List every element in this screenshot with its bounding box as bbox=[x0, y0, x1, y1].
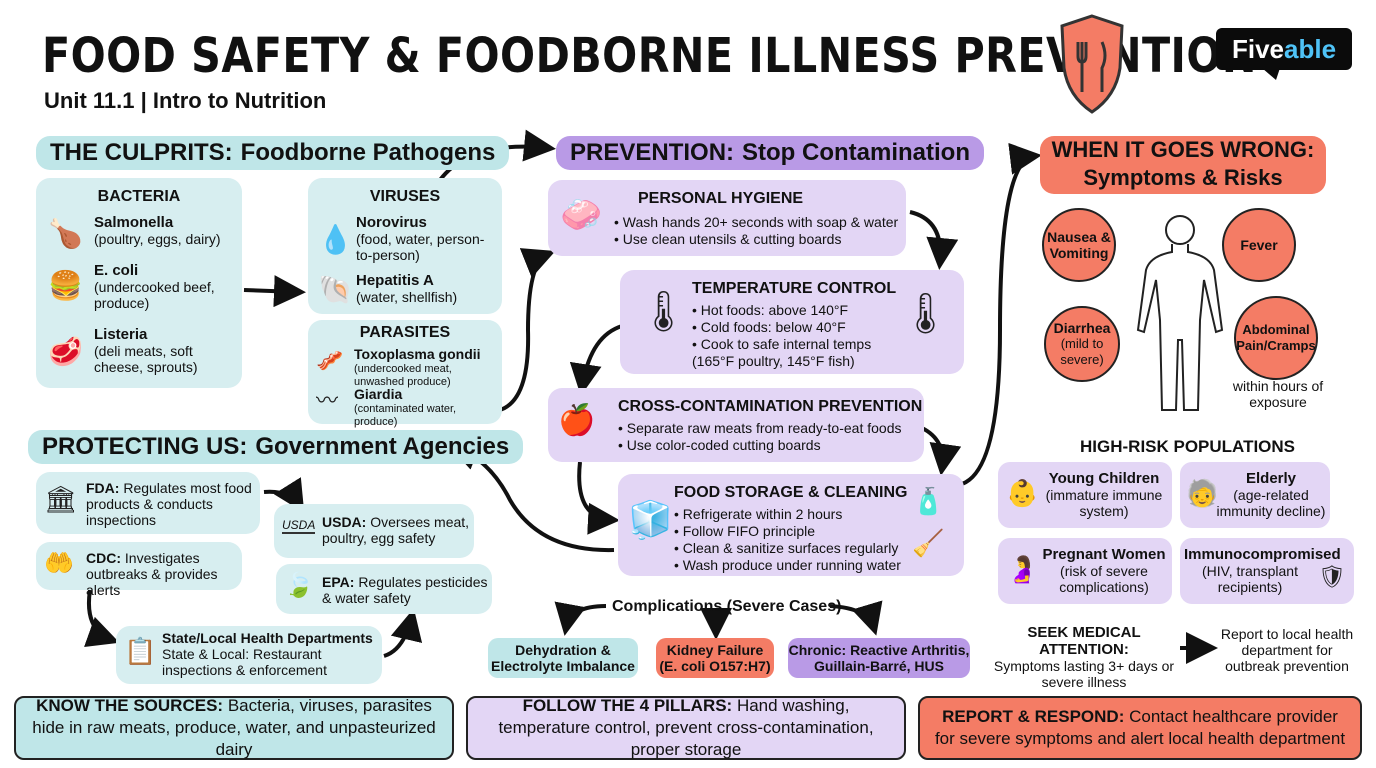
bacteria-item: E. coli (undercooked beef, produce) bbox=[94, 262, 215, 311]
symptoms-heading: WHEN IT GOES WRONG: Symptoms & Risks bbox=[1040, 136, 1326, 194]
storage-card: 🧊 FOOD STORAGE & CLEANING Refrigerate wi… bbox=[618, 474, 964, 576]
parasites-title: PARASITES bbox=[359, 324, 451, 341]
risk-immunocompromised: Immunocompromised (HIV, transplant recip… bbox=[1180, 538, 1354, 604]
virus-item: Norovirus (food, water, person-to-person… bbox=[356, 214, 485, 263]
symptom-diarrhea: Diarrhea (mild to severe) bbox=[1044, 306, 1120, 382]
temperature-card: 🌡 TEMPERATURE CONTROL Hot foods: above 1… bbox=[620, 270, 964, 374]
storage-title: FOOD STORAGE & CLEANING bbox=[674, 484, 908, 501]
elderly-icon: 🧓 bbox=[1186, 478, 1219, 508]
leaf-icon: 🍃 bbox=[284, 572, 314, 599]
fda-text: FDA: Regulates most food products & cond… bbox=[86, 480, 252, 528]
viruses-title: VIRUSES bbox=[369, 188, 441, 205]
footer-sources: KNOW THE SOURCES: Bacteria, viruses, par… bbox=[14, 696, 454, 760]
hygiene-title: PERSONAL HYGIENE bbox=[638, 190, 804, 207]
bacteria-card: BACTERIA 🍗 Salmonella (poultry, eggs, da… bbox=[36, 178, 242, 388]
pregnant-icon: 🤰 bbox=[1006, 554, 1039, 584]
deli-meat-icon: 🥩 bbox=[48, 336, 83, 367]
cross-title: CROSS-CONTAMINATION PREVENTION bbox=[618, 398, 923, 415]
drumstick-icon: 🍗 bbox=[48, 218, 83, 249]
epa-text: EPA: Regulates pesticides & water safety bbox=[322, 574, 488, 606]
shield-fork-knife-icon bbox=[1060, 14, 1124, 114]
spray-bottle-icon: 🧴 bbox=[912, 486, 945, 516]
usda-logo: USDA bbox=[282, 518, 316, 534]
shell-icon: 🐚 bbox=[318, 274, 353, 305]
water-drop-icon: 💧 bbox=[318, 224, 353, 255]
temperature-list: Hot foods: above 140°F Cold foods: below… bbox=[692, 302, 904, 370]
cross-list: Separate raw meats from ready-to-eat foo… bbox=[618, 420, 918, 454]
fridge-icon: 🧊 bbox=[628, 499, 673, 540]
agencies-heading: PROTECTING US:Government Agencies bbox=[28, 430, 524, 464]
hygiene-list: Wash hands 20+ seconds with soap & water… bbox=[614, 214, 904, 248]
complication-chronic: Chronic: Reactive Arthritis, Guillain-Ba… bbox=[788, 638, 970, 678]
seek-medical: SEEK MEDICAL ATTENTION: Symptoms lasting… bbox=[993, 624, 1175, 690]
usda-text: USDA: Oversees meat, poultry, egg safety bbox=[322, 514, 470, 546]
cdc-card: 🤲 CDC: Investigates outbreaks & provides… bbox=[36, 542, 242, 598]
building-icon: 🏛 bbox=[44, 484, 78, 514]
report-note: Report to local health department for ou… bbox=[1220, 626, 1354, 674]
cdc-text: CDC: Investigates outbreaks & provides a… bbox=[86, 550, 218, 598]
state-text: State/Local Health Departments State & L… bbox=[162, 630, 373, 678]
symptom-nausea: Nausea & Vomiting bbox=[1042, 208, 1116, 282]
bacteria-item: Listeria (deli meats, soft cheese, sprou… bbox=[94, 326, 198, 375]
temperature-title: TEMPERATURE CONTROL bbox=[692, 280, 897, 297]
usda-card: USDA USDA: Oversees meat, poultry, egg s… bbox=[274, 504, 474, 558]
complication-kidney: Kidney Failure (E. coli O157:H7) bbox=[656, 638, 774, 678]
footer-report: REPORT & RESPOND: Contact healthcare pro… bbox=[918, 696, 1362, 760]
human-body-icon bbox=[1136, 215, 1224, 411]
baby-icon: 👶 bbox=[1006, 478, 1039, 508]
parasite-item: Toxoplasma gondii (undercooked meat, unw… bbox=[354, 346, 481, 388]
page-title: FOOD SAFETY & FOODBORNE ILLNESS PREVENTI… bbox=[42, 28, 1257, 84]
complications-title: Complications (Severe Cases) bbox=[612, 598, 842, 615]
steak-icon: 🥓 bbox=[316, 348, 344, 373]
symptom-abdominal: Abdominal Pain/Cramps bbox=[1234, 296, 1318, 380]
risk-elderly: 🧓 Elderly (age-related immunity decline) bbox=[1180, 462, 1330, 528]
hygiene-card: 🧼 PERSONAL HYGIENE Wash hands 20+ second… bbox=[548, 180, 906, 256]
state-card: 📋 State/Local Health Departments State &… bbox=[116, 626, 382, 684]
logo-tail bbox=[1262, 68, 1280, 80]
viruses-card: VIRUSES 💧 Norovirus (food, water, person… bbox=[308, 178, 502, 314]
apple-steak-icon: 🍎 bbox=[558, 404, 596, 437]
cross-contamination-card: 🍎 CROSS-CONTAMINATION PREVENTION Separat… bbox=[548, 388, 924, 462]
symptom-fever: Fever bbox=[1222, 208, 1296, 282]
risk-young-children: 👶 Young Children (immature immune system… bbox=[998, 462, 1172, 528]
bacteria-item: Salmonella (poultry, eggs, dairy) bbox=[94, 214, 221, 247]
parasite-item: Giardia (contaminated water, produce) bbox=[354, 386, 457, 428]
bacteria-title: BACTERIA bbox=[97, 188, 181, 205]
thermometer-scale-icon: 🌡 bbox=[900, 292, 951, 336]
shield-virus-icon: 🛡 bbox=[1318, 564, 1346, 589]
page-subtitle: Unit 11.1 | Intro to Nutrition bbox=[44, 88, 327, 113]
fda-card: 🏛 FDA: Regulates most food products & co… bbox=[36, 472, 260, 534]
high-risk-title: HIGH-RISK POPULATIONS bbox=[1080, 437, 1296, 456]
storage-list: Refrigerate within 2 hours Follow FIFO p… bbox=[674, 506, 910, 574]
heart-hands-icon: 🤲 bbox=[44, 550, 74, 577]
thermometer-icon: 🌡 bbox=[638, 290, 689, 334]
water-waves-icon: 〰 bbox=[316, 388, 339, 413]
footer-pillars: FOLLOW THE 4 PILLARS: Hand washing, temp… bbox=[466, 696, 906, 760]
broom-icon: 🧹 bbox=[912, 528, 945, 558]
parasites-card: PARASITES 🥓 Toxoplasma gondii (undercook… bbox=[308, 320, 502, 428]
risk-pregnant: 🤰 Pregnant Women (risk of severe complic… bbox=[998, 538, 1172, 604]
hand-washing-icon: 🧼 bbox=[560, 196, 603, 234]
prevention-heading: PREVENTION:Stop Contamination bbox=[556, 136, 984, 170]
complication-dehydration: Dehydration & Electrolyte Imbalance bbox=[488, 638, 638, 678]
virus-item: Hepatitis A (water, shellfish) bbox=[356, 272, 458, 305]
clipboard-icon: 📋 bbox=[124, 636, 157, 666]
epa-card: 🍃 EPA: Regulates pesticides & water safe… bbox=[276, 564, 492, 614]
symptom-timing: within hours of exposure bbox=[1232, 378, 1324, 410]
culprits-heading: THE CULPRITS:Foodborne Pathogens bbox=[36, 136, 510, 170]
burger-icon: 🍔 bbox=[48, 270, 83, 301]
